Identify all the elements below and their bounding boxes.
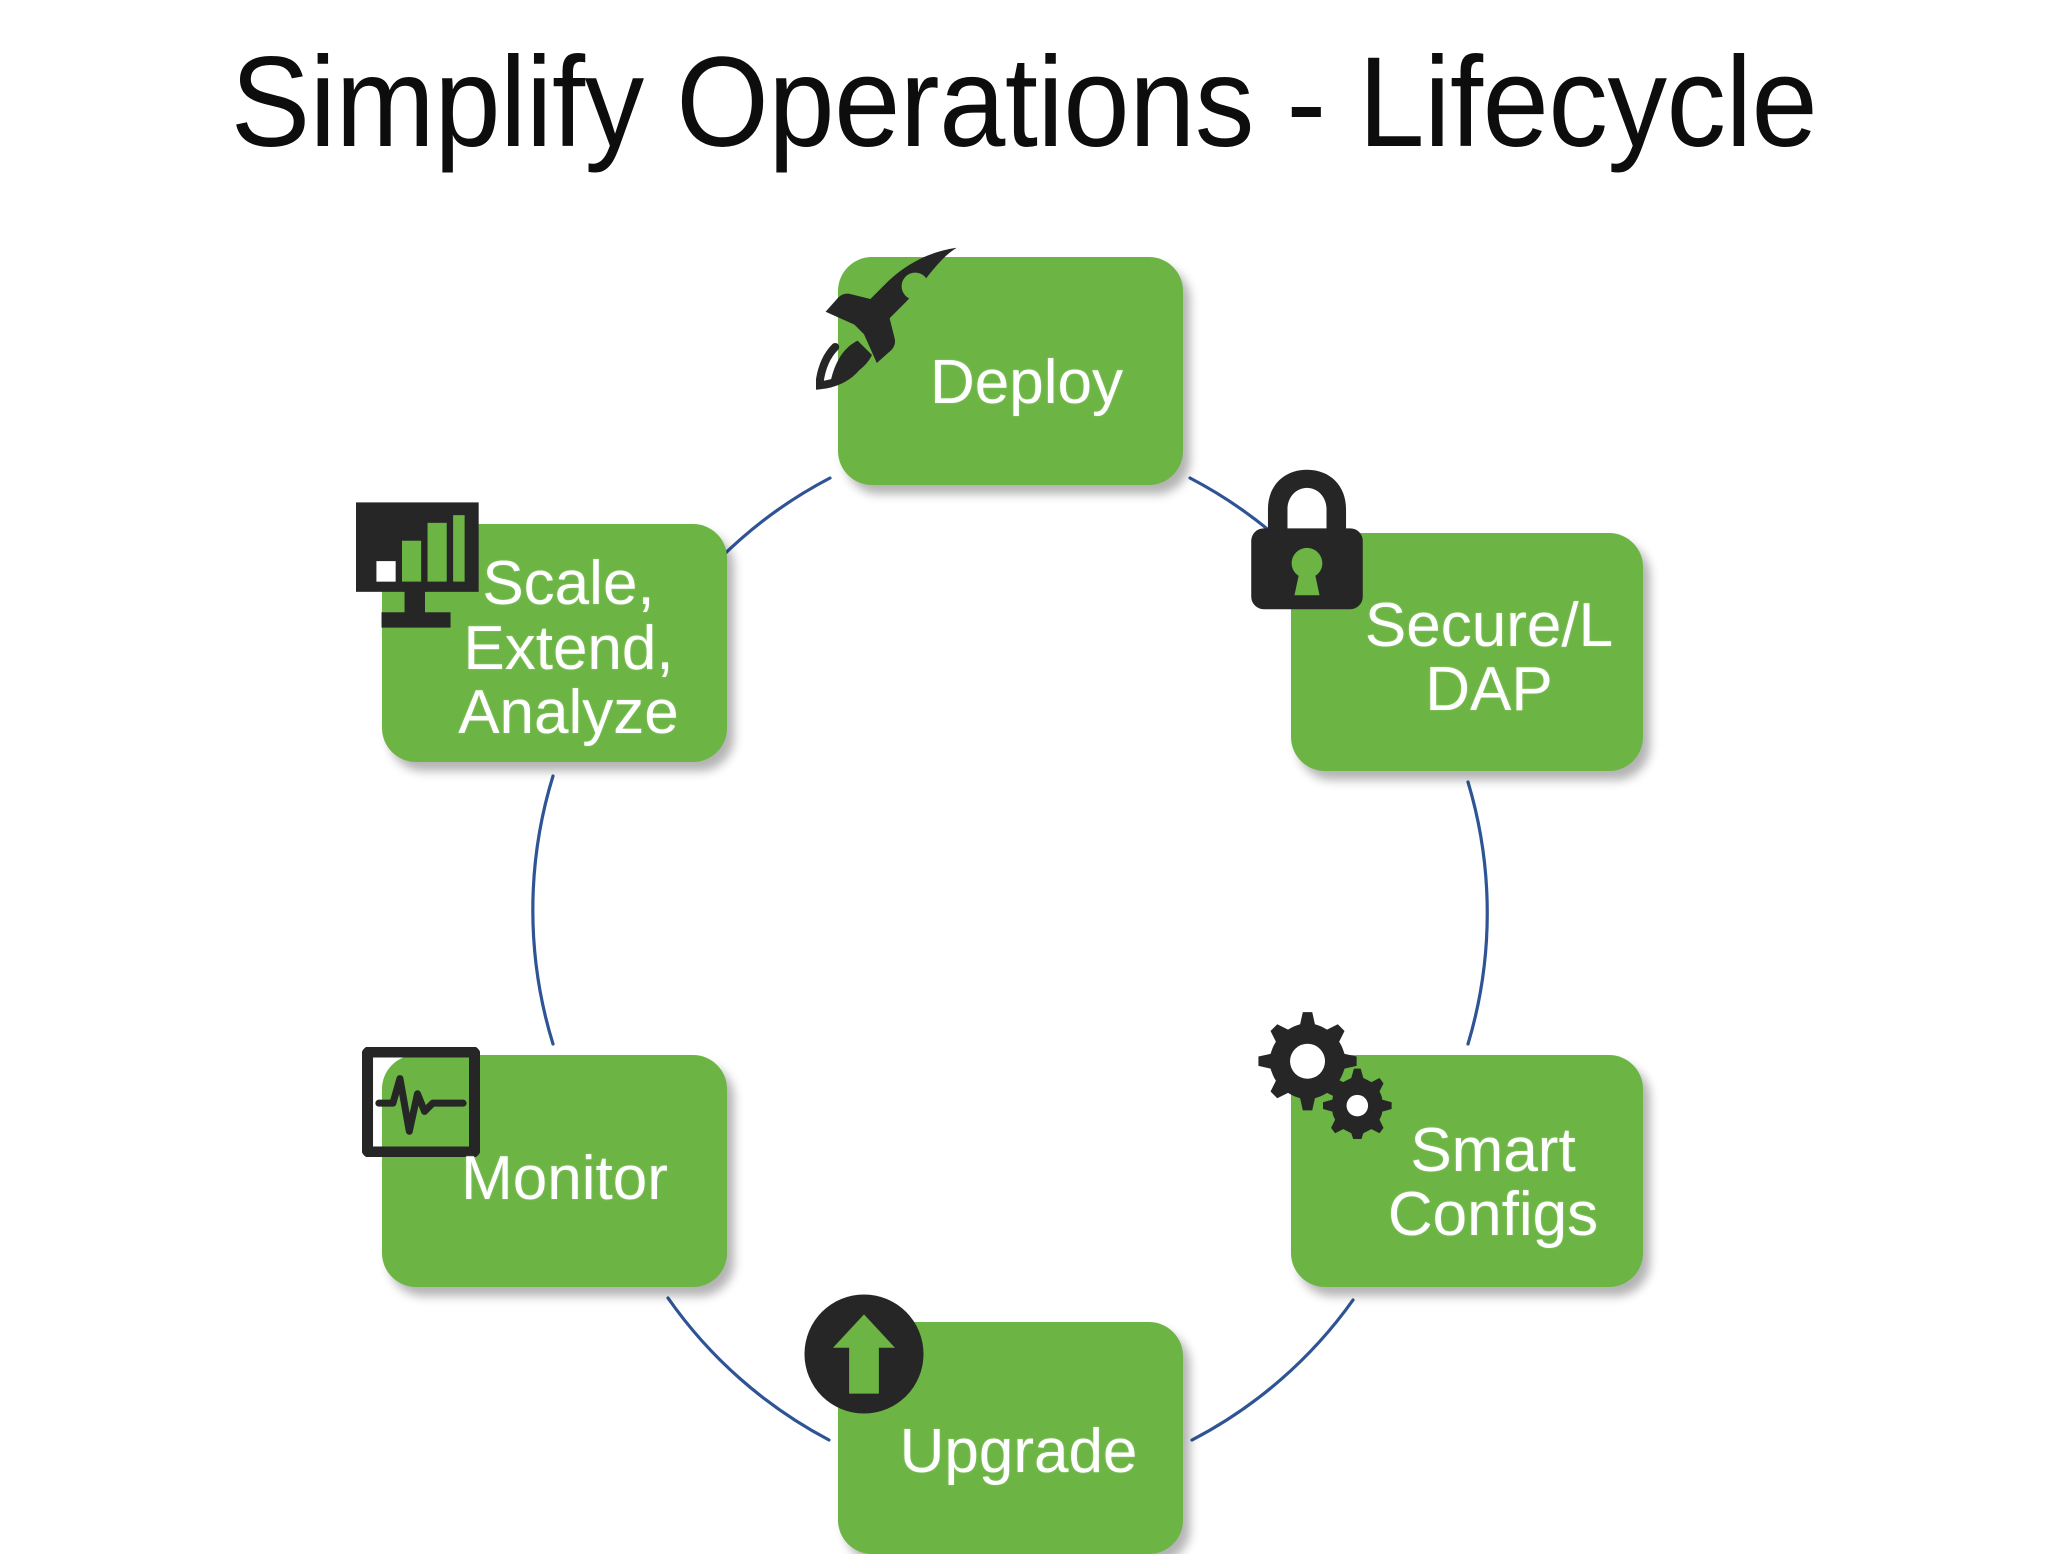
cycle-node-secure-ldap[interactable]: Secure/L DAP xyxy=(1251,469,1643,771)
cycle-node-label: Secure/L DAP xyxy=(1364,590,1614,724)
cycle-node-label: Upgrade xyxy=(899,1416,1138,1486)
up-arrow-circle-icon xyxy=(802,1292,926,1416)
arc-monitor-to-scale xyxy=(531,774,555,1046)
gears-icon xyxy=(1249,1009,1397,1139)
pulse-monitor-icon xyxy=(362,1047,480,1157)
arc-upgrade-to-monitor xyxy=(666,1296,831,1442)
cycle-node-monitor[interactable]: Monitor xyxy=(362,1047,727,1287)
cycle-node-upgrade[interactable]: Upgrade xyxy=(804,1294,1183,1554)
page-title: Simplify Operations - Lifecycle xyxy=(230,31,1818,174)
cycle-node-label: Smart Configs xyxy=(1387,1115,1599,1249)
arc-smart-to-upgrade xyxy=(1190,1298,1355,1442)
cycle-node-label: Deploy xyxy=(930,347,1123,417)
lock-icon xyxy=(1237,467,1377,612)
arc-secure-to-smart xyxy=(1466,780,1489,1046)
cycle-node-smart-configs[interactable]: Smart Configs xyxy=(1258,1012,1643,1287)
cycle-node-scale-extend-analyze[interactable]: Scale, Extend, Analyze xyxy=(356,502,727,762)
cycle-node-deploy[interactable]: Deploy xyxy=(816,247,1183,485)
cycle-node-label: Monitor xyxy=(461,1143,668,1213)
cycle-node-label: Scale, Extend, Analyze xyxy=(458,549,679,748)
